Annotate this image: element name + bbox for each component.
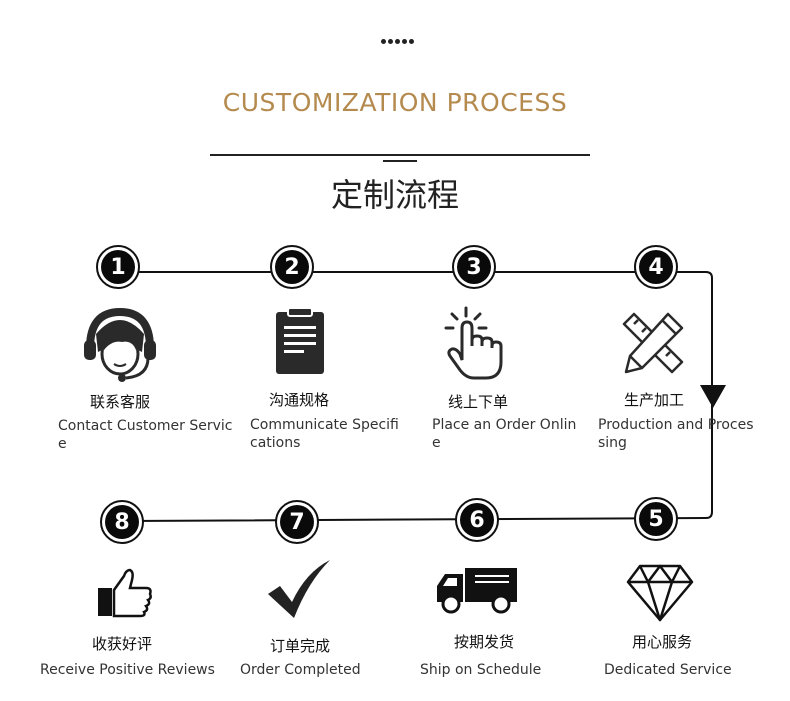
step-8-badge: 8 [100,500,144,544]
step-1-title: 联系客服 [90,393,151,411]
title-divider-accent [383,160,417,162]
step-2-description-line-2: cations [250,435,301,451]
step-2-title: 沟通规格 [269,391,330,409]
step-2-number: 2 [275,250,309,284]
diamond-icon [626,564,694,622]
headset-agent-icon [84,307,156,382]
step-5-badge: 5 [634,497,678,541]
step-3-description: Place an Order Onlin e [432,416,576,452]
page-title-en: CUSTOMIZATION PROCESS [222,88,568,117]
step-1-description-line-1: Contact Customer Servic [58,418,233,434]
step-6-title: 按期发货 [454,633,515,651]
step-4-description-line-1: Production and Proces [598,417,754,433]
thumbs-up-icon [98,568,152,618]
title-divider [210,154,590,156]
step-4-title: 生产加工 [624,391,685,409]
step-4-badge: 4 [634,245,678,289]
truck-icon [437,568,517,614]
step-1-description-line-2: e [58,436,67,452]
step-7-number: 7 [280,505,314,539]
step-6-description: Ship on Schedule [420,662,542,678]
step-2-description-line-1: Communicate Specifi [250,417,399,433]
step-1-description: Contact Customer Servic e [58,417,233,453]
step-5-number: 5 [639,502,673,536]
tap-hand-icon [444,306,503,380]
step-7-title: 订单完成 [270,637,331,655]
step-6-number: 6 [460,503,494,537]
step-3-badge: 3 [452,245,496,289]
step-8-title: 收获好评 [92,635,153,653]
step-5-title: 用心服务 [632,633,693,651]
step-3-number: 3 [457,250,491,284]
page-title-cn: 定制流程 [330,176,459,214]
step-3-description-line-1: Place an Order Onlin [432,417,577,433]
step-8-description: Receive Positive Reviews [40,662,215,678]
step-1-badge: 1 [96,245,140,289]
step-3-title: 线上下单 [448,393,509,411]
step-8-number: 8 [105,505,139,539]
dots-decoration [381,39,417,51]
flow-arrow-down-icon [700,385,726,408]
step-5-description: Dedicated Service [604,662,732,678]
step-1-number: 1 [101,250,135,284]
step-2-badge: 2 [270,245,314,289]
checkmark-icon [268,560,330,618]
step-7-description: Order Completed [240,662,361,678]
step-4-number: 4 [639,250,673,284]
step-4-description: Production and Proces sing [598,416,754,452]
step-7-badge: 7 [275,500,319,544]
step-6-badge: 6 [455,498,499,542]
pencil-ruler-icon [622,312,684,374]
step-3-description-line-2: e [432,435,441,451]
step-4-description-line-2: sing [598,435,627,451]
step-2-description: Communicate Specifi cations [250,416,399,452]
clipboard-icon [276,308,324,374]
